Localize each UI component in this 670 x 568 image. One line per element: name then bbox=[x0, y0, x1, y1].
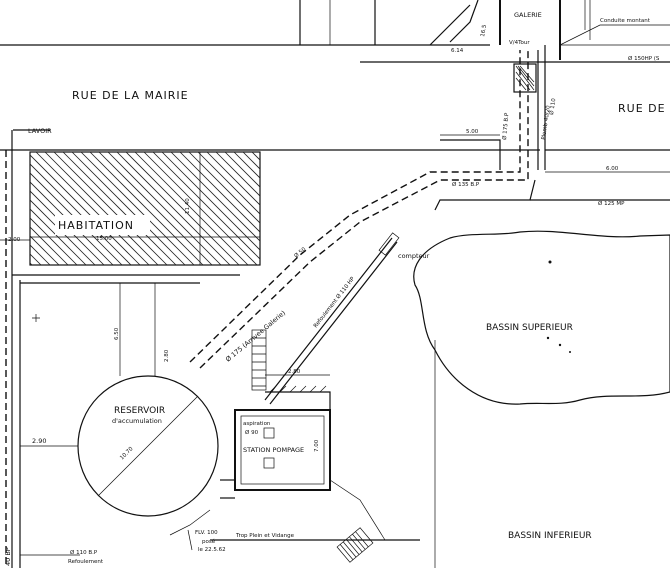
hatch-line bbox=[125, 152, 240, 265]
basin-lower: BASSIN INFERIEUR bbox=[434, 340, 592, 568]
hatch-line bbox=[30, 217, 78, 265]
hatch-line bbox=[30, 190, 105, 265]
dim-280: 2.80 bbox=[164, 349, 170, 362]
station-label: STATION POMPAGE bbox=[243, 446, 304, 454]
tour-label: V/4Tour bbox=[509, 40, 530, 46]
hatch-line bbox=[30, 181, 114, 265]
hatch-line bbox=[179, 152, 260, 233]
flv-label: FLV. 100 bbox=[195, 530, 218, 536]
hatch-line bbox=[30, 199, 96, 265]
habitation-width: 15.00 bbox=[96, 236, 112, 242]
bp110-sub: Refoulement bbox=[68, 559, 104, 565]
hatch-line bbox=[30, 262, 33, 265]
galerie-building: GALERIE V/4Tour Conduite montant Ø 150HP… bbox=[451, 0, 670, 93]
galerie-label: GALERIE bbox=[514, 11, 542, 19]
hatch-line bbox=[30, 208, 87, 265]
station-ext: Ø 90 bbox=[245, 429, 259, 436]
pose-date: le 22.5.62 bbox=[198, 547, 226, 553]
hatch-line bbox=[251, 152, 260, 161]
hatch-line bbox=[224, 152, 260, 188]
d614-label: 6.14 bbox=[451, 48, 464, 54]
reservoir-diameter: 10.70 bbox=[119, 446, 135, 462]
street-rue-mairie: RUE DE LA MAIRIE bbox=[72, 89, 189, 102]
hatch-line bbox=[206, 152, 260, 206]
hatch-line bbox=[161, 152, 260, 251]
habitation-block: HABITATION 15.00 11.40 bbox=[29, 151, 392, 266]
habitation-hatch bbox=[30, 152, 392, 265]
hp150-label: Ø 150HP (S bbox=[628, 55, 660, 62]
street-rue-right: RUE DE bbox=[618, 102, 666, 115]
basin-upper-label: BASSIN SUPERIEUR bbox=[486, 323, 573, 333]
pose-label: posé bbox=[202, 538, 216, 545]
d165-label: 16.5 bbox=[480, 24, 488, 38]
dim-500: 5.00 bbox=[466, 129, 479, 135]
dim-650: 6.50 bbox=[114, 327, 120, 340]
reservoir-title: RESERVOIR bbox=[114, 406, 165, 416]
hatch-line bbox=[134, 152, 249, 265]
hatch-line bbox=[233, 152, 260, 179]
hatch-line bbox=[116, 152, 231, 265]
hatch-line bbox=[53, 152, 168, 265]
hatch-line bbox=[188, 152, 260, 224]
dim-600: 6.00 bbox=[606, 166, 619, 172]
basin-upper: BASSIN SUPERIEUR bbox=[413, 230, 670, 405]
hatch-line bbox=[44, 152, 159, 265]
compteur-label: compteur bbox=[398, 252, 430, 260]
hatch-line bbox=[143, 152, 258, 265]
hatch-line bbox=[35, 152, 150, 265]
hatch-line bbox=[197, 152, 260, 215]
hatch-line bbox=[30, 163, 132, 265]
d175-label: Ø 175 B.P bbox=[501, 112, 510, 140]
hatch-line bbox=[30, 172, 123, 265]
hatch-line bbox=[98, 152, 213, 265]
hatch-line bbox=[279, 152, 392, 265]
station-ext-label: aspiration bbox=[243, 421, 271, 427]
dim-290: 2.90 bbox=[32, 437, 46, 445]
street-lines bbox=[0, 0, 670, 151]
hatch-line bbox=[80, 152, 195, 265]
hatch-line bbox=[30, 244, 51, 265]
mp125-label: Ø 125 MP bbox=[598, 200, 625, 207]
station-width: 2.80 bbox=[288, 369, 301, 375]
hatch-line bbox=[30, 226, 69, 265]
hatch-line bbox=[270, 152, 383, 265]
hatch-line bbox=[152, 152, 260, 260]
lavoir-label: LAVOIR bbox=[28, 127, 52, 135]
meter-box bbox=[513, 63, 537, 93]
hatch-line bbox=[107, 152, 222, 265]
hatch-line bbox=[89, 152, 204, 265]
d110-label: Ø 110 bbox=[548, 97, 557, 115]
plomb-label: Plomb 40/20 bbox=[541, 105, 552, 141]
hatch-line bbox=[30, 154, 141, 265]
pump-station: 2.80 aspiration Ø 90 STATION POMPAGE 7.0… bbox=[210, 329, 420, 563]
hatch-line bbox=[215, 152, 260, 197]
bp110-label: Ø 110 B.P bbox=[70, 549, 98, 556]
dim-200: 2.00 bbox=[8, 237, 21, 243]
reservoir: RESERVOIR d'accumulation 10.70 6.50 2.80… bbox=[20, 283, 226, 565]
trop-plein-label: Trop Plein et Vidange bbox=[235, 533, 295, 539]
d50-label: Ø 50 bbox=[293, 245, 308, 259]
hatch-line bbox=[261, 152, 374, 265]
basin-lower-label: BASSIN INFERIEUR bbox=[508, 531, 592, 541]
hatch-line bbox=[30, 235, 60, 265]
left-boundary: 2.00 40 BP bbox=[0, 130, 40, 568]
bp-edge-label: 40 BP bbox=[4, 547, 12, 566]
hatch-line bbox=[170, 152, 260, 242]
station-height: 7.00 bbox=[314, 439, 320, 452]
habitation-height: 11.40 bbox=[185, 198, 191, 214]
conduite-label: Conduite montant bbox=[600, 18, 651, 24]
habitation-label: HABITATION bbox=[58, 219, 134, 232]
hatch-line bbox=[71, 152, 186, 265]
reservoir-subtitle: d'accumulation bbox=[112, 417, 162, 425]
hatch-line bbox=[62, 152, 177, 265]
bp135-label: Ø 135 B.P bbox=[452, 181, 480, 188]
